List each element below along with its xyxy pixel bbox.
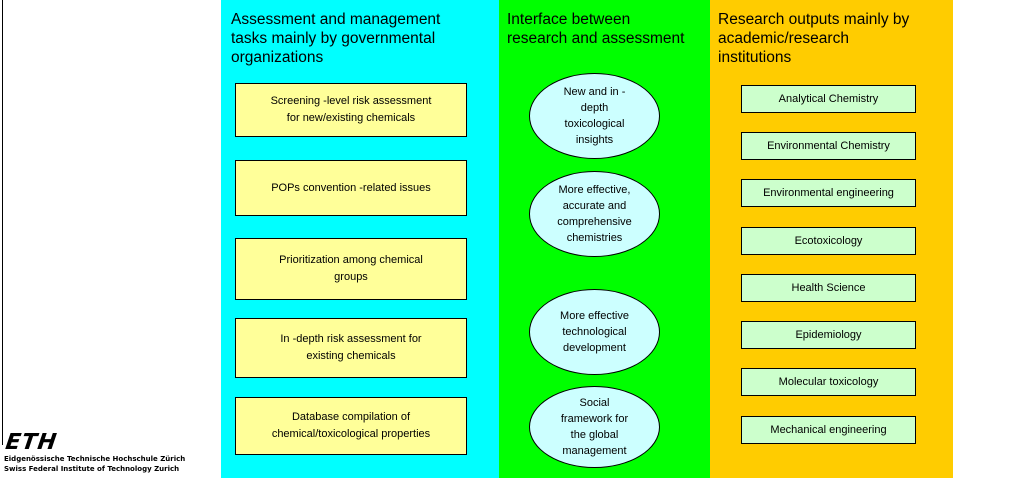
research-field-box: Environmental Chemistry — [741, 132, 916, 160]
left-border-line — [2, 0, 3, 445]
eth-logo-mark: ETH — [3, 430, 59, 455]
task-label: Database compilation of chemical/toxicol… — [271, 411, 431, 440]
insight-oval: Social framework for the global manageme… — [529, 386, 660, 468]
eth-logo-english-name: Swiss Federal Institute of Technology Zu… — [4, 465, 180, 473]
task-box: In -depth risk assessment for existing c… — [235, 318, 467, 378]
governmental-column-title: Assessment and management tasks mainly b… — [231, 11, 441, 66]
task-box: POPs convention -related issues — [235, 160, 467, 216]
task-label: Screening -level risk assessment for new… — [270, 95, 432, 124]
task-box: Prioritization among chemical groups — [235, 238, 467, 300]
eth-logo-german-name: Eidgenössische Technische Hochschule Zür… — [4, 455, 186, 463]
oval-label: More effective, accurate and comprehensi… — [557, 184, 632, 244]
oval-label: New and in - depth toxicological insight… — [563, 86, 626, 146]
task-label: POPs convention -related issues — [271, 181, 431, 194]
oval-label: More effective technological development — [560, 310, 629, 354]
insight-oval: More effective technological development — [529, 289, 660, 375]
oval-label: Social framework for the global manageme… — [560, 397, 629, 457]
research-field-box: Health Science — [741, 274, 916, 302]
task-box: Database compilation of chemical/toxicol… — [235, 397, 467, 455]
research-field-box: Mechanical engineering — [741, 416, 916, 444]
research-field-box: Ecotoxicology — [741, 227, 916, 255]
insight-oval: New and in - depth toxicological insight… — [529, 73, 660, 159]
interface-column: Interface between research and assessmen… — [499, 0, 710, 478]
task-box: Screening -level risk assessment for new… — [235, 83, 467, 137]
task-label: In -depth risk assessment for existing c… — [280, 333, 422, 362]
research-column-title: Research outputs mainly by academic/rese… — [718, 11, 910, 66]
research-field-box: Molecular toxicology — [741, 368, 916, 396]
research-field-box: Analytical Chemistry — [741, 85, 916, 113]
research-outputs-column: Research outputs mainly by academic/rese… — [710, 0, 953, 478]
research-field-box: Epidemiology — [741, 321, 916, 349]
interface-column-title: Interface between research and assessmen… — [507, 11, 685, 47]
task-label: Prioritization among chemical groups — [279, 254, 423, 283]
research-field-box: Environmental engineering — [741, 179, 916, 207]
insight-oval: More effective, accurate and comprehensi… — [529, 171, 660, 257]
governmental-tasks-column: Assessment and management tasks mainly b… — [221, 0, 499, 478]
eth-logo: ETH Eidgenössische Technische Hochschule… — [3, 430, 219, 474]
